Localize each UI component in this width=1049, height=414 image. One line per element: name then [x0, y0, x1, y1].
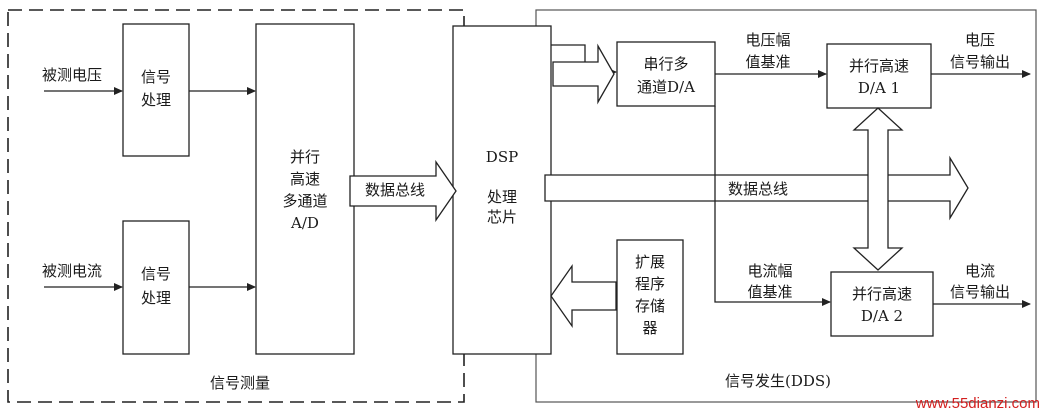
current-out-line1: 电流	[965, 262, 995, 280]
serial-da-line1: 串行多	[643, 55, 688, 73]
da2-line2: D/A 2	[861, 307, 903, 325]
section-measure-label: 信号测量	[210, 374, 270, 392]
adc-line3: 多通道	[282, 192, 327, 210]
section-generate-label: 信号发生(DDS)	[725, 372, 831, 390]
dsp-line1: DSP	[486, 148, 518, 166]
current-ref-line2: 值基准	[747, 283, 792, 301]
signal-proc-bottom-line1: 信号	[141, 265, 171, 283]
voltage-ref-line1: 电压幅	[745, 31, 790, 49]
voltage-out-line2: 信号输出	[950, 53, 1010, 71]
adc-line2: 高速	[290, 170, 320, 188]
signal-processing-box-bottom	[122, 220, 190, 355]
storage-to-dsp-arrow	[550, 263, 617, 329]
voltage-ref-line2: 值基准	[745, 53, 790, 71]
da1-line2: D/A 1	[858, 79, 900, 97]
storage-box	[616, 239, 684, 355]
dsp-line3: 芯片	[487, 208, 517, 226]
da2-line1: 并行高速	[852, 285, 912, 303]
signal-processing-box-top	[122, 23, 190, 157]
data-bus-right-arrow	[544, 155, 969, 221]
serial-da-line2: 通道D/A	[637, 78, 695, 96]
storage-line4: 器	[642, 319, 657, 337]
adc-box	[255, 23, 355, 355]
da-bus-link-arrow	[852, 107, 904, 271]
current-input-label: 被测电流	[42, 262, 102, 280]
voltage-input-label: 被测电压	[42, 66, 102, 84]
watermark-text: www.55dianzi.com	[915, 395, 1040, 412]
data-bus-left-arrow	[349, 159, 457, 223]
data-bus-right-label: 数据总线	[728, 180, 788, 198]
signal-proc-top-line1: 信号	[141, 68, 171, 86]
serial-da-to-da2-arrow	[714, 106, 831, 306]
dsp-to-serial-hollow-arrow	[552, 43, 615, 105]
da2-box	[830, 271, 934, 337]
da1-box	[826, 43, 932, 109]
current-ref-line1: 电流幅	[747, 262, 792, 280]
current-out-line2: 信号输出	[950, 283, 1010, 301]
adc-line1: 并行	[290, 148, 320, 166]
dsp-line2: 处理	[487, 188, 517, 206]
da1-line1: 并行高速	[849, 57, 909, 75]
storage-line2: 程序	[635, 275, 665, 293]
adc-line4: A/D	[290, 214, 319, 232]
data-bus-left-label: 数据总线	[365, 181, 425, 199]
serial-da-box	[616, 41, 716, 107]
signal-proc-top-line2: 处理	[141, 91, 171, 109]
voltage-out-line1: 电压	[965, 31, 995, 49]
storage-line1: 扩展	[635, 253, 665, 271]
storage-line3: 存储	[635, 297, 665, 315]
signal-proc-bottom-line2: 处理	[141, 289, 171, 307]
